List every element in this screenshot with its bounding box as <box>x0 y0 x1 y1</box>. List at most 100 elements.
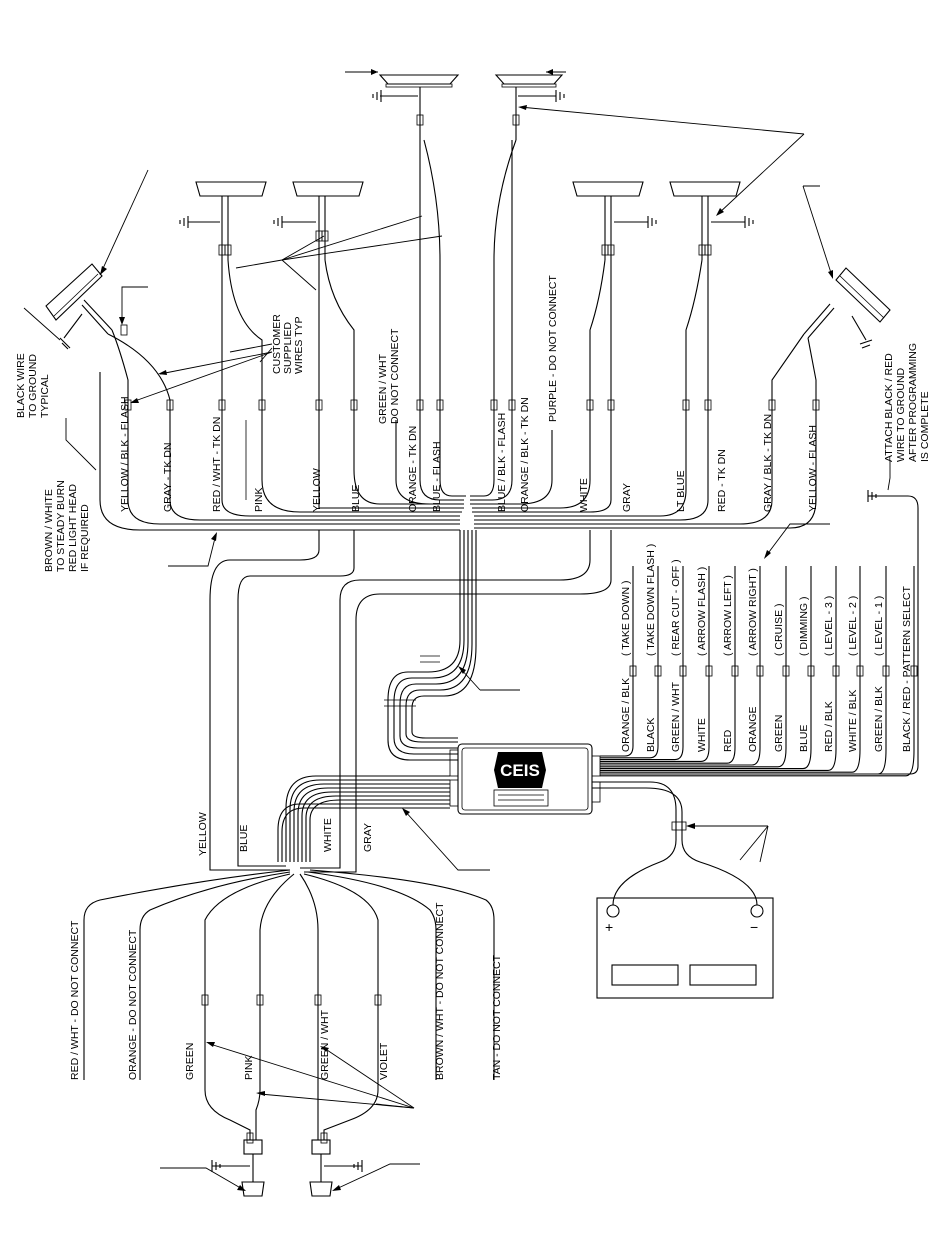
lower-harness <box>83 775 495 1140</box>
note-line: IF REQUIRED <box>79 504 91 572</box>
inline-connector <box>856 665 864 677</box>
bottom-wire-label: GREEN / WHT <box>319 1009 331 1080</box>
note-line: CUSTOMER <box>271 314 283 374</box>
note-line: SUPPLIED <box>282 322 294 374</box>
control-wire-function: ( TAKE DOWN FLASH ) <box>645 544 657 656</box>
control-wire-function: ( CRUISE ) <box>773 604 785 657</box>
control-wire-color: GREEN / BLK <box>873 686 885 752</box>
inline-connector <box>120 324 128 336</box>
light-head-top-right <box>494 69 566 140</box>
bottom-wire-label: PINK <box>243 1055 255 1080</box>
inline-connector <box>654 665 662 677</box>
bottom-wire-label: ORANGE - DO NOT CONNECT <box>127 929 139 1080</box>
inline-connector <box>416 114 424 126</box>
bottom-wire-label: BROWN / WHT - DO NOT CONNECT <box>434 902 446 1080</box>
inline-connector <box>508 399 516 411</box>
note-line: AFTER PROGRAMMING <box>907 343 919 462</box>
note-line: TYPICAL <box>39 374 51 418</box>
inline-connector <box>679 665 687 677</box>
top-wire-label: YELLOW / BLK - FLASH <box>119 396 131 512</box>
top-wire-label: RED - TK DN <box>716 449 728 512</box>
control-module: CEIS <box>449 743 601 815</box>
control-wire <box>600 566 837 771</box>
bottom-wire-label: RED / WHT - DO NOT CONNECT <box>69 920 81 1080</box>
inline-connector <box>224 244 232 256</box>
mid-wire-label: WHITE <box>322 818 334 852</box>
inline-connector <box>882 665 890 677</box>
inline-connector <box>166 399 174 411</box>
control-wire-color: WHITE / BLK <box>847 690 859 752</box>
inline-connector <box>832 665 840 677</box>
top-wire-label: LT BLUE <box>675 470 687 512</box>
bottom-wire-label: TAN - DO NOT CONNECT <box>491 954 503 1080</box>
control-wire-function: ( REAR CUT - OFF ) <box>670 559 682 656</box>
note-line: WIRES TYP <box>293 316 305 374</box>
control-wire <box>600 566 887 775</box>
control-wire <box>600 566 659 759</box>
light-head-bottom-right <box>309 1139 363 1197</box>
control-wire-function: ( TAKE DOWN ) <box>620 581 632 656</box>
top-wire-label: GRAY / BLK - TK DN <box>762 414 774 512</box>
bottom-wire-label: GREEN <box>184 1043 196 1080</box>
battery-minus: − <box>750 919 758 935</box>
control-wire-function: ( ARROW LEFT ) <box>722 575 734 656</box>
control-wire-color: ORANGE <box>747 706 759 752</box>
bottom-wire-label: VIOLET <box>378 1042 390 1080</box>
inline-connector <box>374 994 382 1006</box>
label-purple-dnc: PURPLE - DO NOT CONNECT <box>547 275 559 422</box>
control-wire-labels: ORANGE / BLK( TAKE DOWN )BLACK( TAKE DOW… <box>620 544 913 752</box>
note-line: TO STEADY BURN <box>55 480 67 572</box>
control-wire-color: RED / BLK <box>823 701 835 752</box>
bottom-wire-labels: RED / WHT - DO NOT CONNECT ORANGE - DO NO… <box>69 902 503 1080</box>
note-line: IS COMPLETE <box>919 391 931 462</box>
control-wire-color: GREEN / WHT <box>670 681 682 752</box>
light-head-bottom-left <box>211 1139 265 1197</box>
inline-connector <box>436 399 444 411</box>
top-wire-label: RED / WHT - TK DN <box>211 417 223 512</box>
control-wire <box>600 566 787 768</box>
control-wire <box>600 566 634 757</box>
note-line: WIRE TO GROUND <box>895 367 907 462</box>
control-wire <box>600 566 710 762</box>
inline-connector <box>782 665 790 677</box>
mid-wire-label: YELLOW <box>197 812 209 856</box>
top-wire-label: ORANGE - TK DN <box>407 426 419 512</box>
control-wire <box>600 566 861 773</box>
inline-connector <box>320 1132 328 1144</box>
inline-connector <box>705 665 713 677</box>
top-wire-label: YELLOW <box>311 468 323 512</box>
note-line: BROWN / WHITE <box>43 489 55 572</box>
control-wire-function: ( LEVEL - 2 ) <box>847 596 859 656</box>
top-wire-label: GRAY - TK DN <box>162 443 174 512</box>
control-wire <box>600 566 684 761</box>
control-wire-color: WHITE <box>696 718 708 752</box>
inline-connector <box>218 399 226 411</box>
mid-wire-label: GRAY <box>362 823 374 852</box>
inline-connector <box>246 1132 254 1144</box>
note-line: RED LIGHT HEAD <box>67 484 79 572</box>
control-wire <box>600 566 915 777</box>
control-wire-function: ( LEVEL - 1 ) <box>873 596 885 656</box>
note-line: BLACK WIRE <box>15 353 27 418</box>
inline-connectors-bottom <box>201 994 382 1144</box>
inline-connector <box>607 399 615 411</box>
top-wire-label: YELLOW - FLASH <box>807 425 819 512</box>
main-harness <box>209 530 612 862</box>
inline-connector <box>807 665 815 677</box>
ground-symbol-right <box>600 490 919 775</box>
top-wire-label: ORANGE / BLK - TK DN <box>519 397 531 512</box>
control-wire-color: BLACK <box>645 718 657 752</box>
inline-connector <box>756 665 764 677</box>
light-head-top-left <box>345 69 460 140</box>
inline-connector <box>256 994 264 1006</box>
inline-connector <box>258 399 266 411</box>
inline-connector <box>812 399 820 411</box>
inline-connector <box>124 399 132 411</box>
light-head-row2 <box>179 181 754 260</box>
